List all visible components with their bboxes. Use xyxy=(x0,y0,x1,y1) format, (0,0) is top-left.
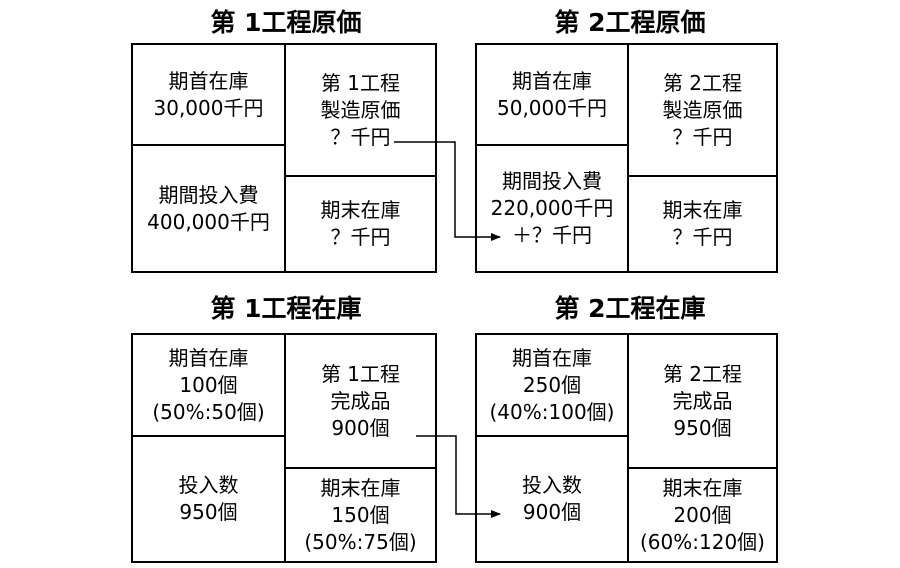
inv1-box: 期首在庫 100個 (50%:50個) 投入数 950個 第 1工程 完成品 9… xyxy=(131,333,437,563)
inv2-output-sublabel: 完成品 xyxy=(672,388,733,413)
cost1-opening-value: 30,000千円 xyxy=(153,95,264,120)
cost2-closing-cell: 期末在庫 ？千円 xyxy=(629,177,776,271)
inv1-input-label: 投入数 xyxy=(178,473,239,497)
cost2-input-cell: 期間投入費 220,000千円 ＋？千円 xyxy=(477,146,627,271)
inv1-opening-cell: 期首在庫 100個 (50%:50個) xyxy=(133,335,284,435)
inv2-output-label: 第 2工程 xyxy=(662,361,743,386)
inv2-box: 期首在庫 250個 (40%:100個) 投入数 900個 第 2工程 完成品 … xyxy=(475,333,778,563)
cost2-right-divider xyxy=(627,175,776,177)
cost2-vertical-divider xyxy=(627,45,629,271)
cost1-closing-label: 期末在庫 xyxy=(320,198,401,222)
cost2-output-cell: 第 2工程 製造原価 ？千円 xyxy=(629,45,776,175)
inv2-opening-cell: 期首在庫 250個 (40%:100個) xyxy=(477,335,627,435)
cost1-output-sublabel: 製造原価 xyxy=(320,97,401,122)
cost2-output-sublabel: 製造原価 xyxy=(662,97,743,122)
cost1-closing-value: ？千円 xyxy=(330,225,391,249)
inv1-output-sublabel: 完成品 xyxy=(330,388,391,413)
inv1-opening-label: 期首在庫 xyxy=(168,345,249,370)
cost1-box: 期首在庫 30,000千円 期間投入費 400,000千円 第 1工程 製造原価… xyxy=(131,43,437,273)
cost1-opening-cell: 期首在庫 30,000千円 xyxy=(133,45,284,144)
cost2-output-value: ？千円 xyxy=(672,124,733,149)
cost1-left-divider xyxy=(133,144,286,146)
cost2-input-extra: ＋？千円 xyxy=(512,223,592,247)
inv1-input-value: 950個 xyxy=(179,500,238,524)
inv2-vertical-divider xyxy=(627,335,629,561)
inv2-opening-detail: (40%:100個) xyxy=(489,399,615,424)
cost2-opening-label: 期首在庫 xyxy=(512,68,592,93)
cost2-box: 期首在庫 50,000千円 期間投入費 220,000千円 ＋？千円 第 2工程… xyxy=(475,43,778,273)
cost2-output-label: 第 2工程 xyxy=(662,70,743,95)
inv2-title: 第 2工程在庫 xyxy=(554,294,706,323)
inv1-closing-detail: (50%:75個) xyxy=(304,529,417,554)
cost2-closing-label: 期末在庫 xyxy=(662,198,743,222)
cost1-output-cell: 第 1工程 製造原価 ？千円 xyxy=(286,45,435,175)
inv1-input-cell: 投入数 950個 xyxy=(133,437,284,561)
inv2-output-value: 950個 xyxy=(673,415,732,440)
cost2-opening-cell: 期首在庫 50,000千円 xyxy=(477,45,627,144)
inv1-output-value: 900個 xyxy=(331,415,390,440)
cost1-opening-label: 期首在庫 xyxy=(168,68,249,93)
cost1-title: 第 1工程原価 xyxy=(210,8,362,37)
inv1-output-cell: 第 1工程 完成品 900個 xyxy=(286,335,435,467)
cost1-input-cell: 期間投入費 400,000千円 xyxy=(133,146,284,271)
cost2-title: 第 2工程原価 xyxy=(554,8,706,37)
inv2-opening-value: 250個 xyxy=(522,372,582,397)
inv1-closing-cell: 期末在庫 150個 (50%:75個) xyxy=(286,469,435,561)
cost2-closing-value: ？千円 xyxy=(672,225,733,249)
inv1-title: 第 1工程在庫 xyxy=(210,294,362,323)
inv2-left-divider xyxy=(477,435,629,437)
cost1-output-value: ？千円 xyxy=(330,124,391,149)
cost1-input-value: 400,000千円 xyxy=(147,209,270,234)
inv2-closing-label: 期末在庫 xyxy=(662,475,743,500)
cost1-output-label: 第 1工程 xyxy=(320,70,401,95)
inv1-closing-value: 150個 xyxy=(331,502,390,527)
cost2-opening-value: 50,000千円 xyxy=(497,95,607,120)
cost1-right-divider xyxy=(284,175,435,177)
inv2-input-value: 900個 xyxy=(522,500,582,524)
inv2-closing-value: 200個 xyxy=(673,502,732,527)
inv1-output-label: 第 1工程 xyxy=(320,361,401,386)
inv2-opening-label: 期首在庫 xyxy=(512,345,592,370)
inv2-closing-detail: (60%:120個) xyxy=(640,529,765,554)
inv1-opening-value: 100個 xyxy=(179,372,238,397)
inv2-input-cell: 投入数 900個 xyxy=(477,437,627,561)
inv2-output-cell: 第 2工程 完成品 950個 xyxy=(629,335,776,467)
inv1-opening-detail: (50%:50個) xyxy=(152,399,265,424)
cost2-input-value: 220,000千円 xyxy=(490,196,614,220)
inv2-right-divider xyxy=(627,467,776,469)
inv1-left-divider xyxy=(133,435,286,437)
inv2-input-label: 投入数 xyxy=(522,473,582,497)
cost1-vertical-divider xyxy=(284,45,286,271)
cost1-input-label: 期間投入費 xyxy=(158,182,259,207)
inv1-closing-label: 期末在庫 xyxy=(320,475,401,500)
cost2-left-divider xyxy=(477,144,629,146)
cost1-closing-cell: 期末在庫 ？千円 xyxy=(286,177,435,271)
inv1-right-divider xyxy=(284,467,435,469)
inv1-vertical-divider xyxy=(284,335,286,561)
cost2-input-label: 期間投入費 xyxy=(502,169,602,193)
inv2-closing-cell: 期末在庫 200個 (60%:120個) xyxy=(629,469,776,561)
